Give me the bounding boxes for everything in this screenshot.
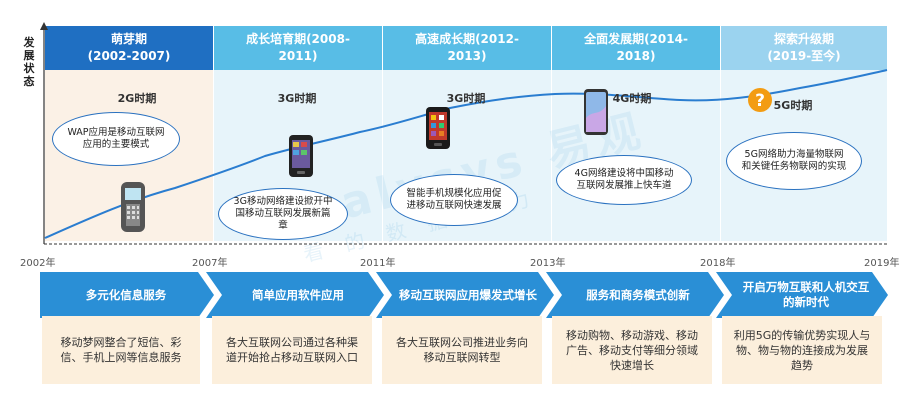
stage-label-3: 移动互联网应用爆发式增长	[399, 287, 537, 302]
era-label-4: 4G时期	[612, 92, 652, 105]
stage-label-5: 开启万物互联和人机交互 的新时代	[742, 280, 870, 309]
period-header-4: 全面发展期(2014- 2018)	[552, 26, 720, 70]
era-label-5: 5G时期	[773, 99, 813, 112]
bubble-3g-early: 3G移动网络建设掀开中国移动互联网发展新篇章	[218, 188, 348, 240]
question-icon: ?	[748, 88, 772, 112]
period-header-5: 探索升级期 (2019-至今)	[721, 26, 887, 70]
bubble-5g: 5G网络助力海量物联网和关键任务物联网的实现	[726, 132, 862, 190]
stage-arrow-3	[376, 272, 554, 318]
era-label-2: 3G时期	[277, 92, 317, 105]
era-label-3: 3G时期	[446, 92, 486, 105]
stage-desc-3: 各大互联网公司推进业务向移动互联网转型	[382, 316, 542, 384]
stage-desc-2: 各大互联网公司通过各种渠道开始抢占移动互联网入口	[212, 316, 372, 384]
period-header-3: 高速成长期(2012- 2013)	[383, 26, 551, 70]
stage-arrows	[40, 272, 888, 318]
year-label-2002: 2002年	[20, 258, 56, 269]
smartphone-icon	[426, 107, 450, 149]
stage-arrow-2	[206, 272, 384, 318]
bubble-3g-smart: 智能手机规模化应用促进移动互联网快速发展	[390, 174, 518, 226]
4g-smartphone-icon	[584, 89, 608, 135]
stage-label-2: 简单应用软件应用	[252, 287, 344, 302]
year-label-2007: 2007年	[192, 258, 228, 269]
stage-arrow-5	[716, 272, 888, 318]
touchscreen-phone-icon	[289, 135, 313, 177]
stage-arrow-4	[546, 272, 724, 318]
bubble-4g: 4G网络建设将中国移动互联网发展推上快车道	[556, 155, 692, 205]
stage-desc-5: 利用5G的传输优势实现人与物、物与物的连接成为发展趋势	[722, 316, 882, 384]
bubble-2g: WAP应用是移动互联网应用的主要模式	[52, 112, 180, 166]
stage-label-4: 服务和商务模式创新	[586, 287, 690, 302]
question-mark: ?	[755, 91, 765, 111]
stage-desc-1: 移动梦网整合了短信、彩信、手机上网等信息服务	[42, 316, 200, 384]
year-label-2011: 2011年	[360, 258, 396, 269]
period-header-1: 萌芽期 (2002-2007)	[45, 26, 213, 70]
y-axis-arrow	[40, 22, 48, 30]
stage-label-1: 多元化信息服务	[85, 287, 167, 302]
period-header-2: 成长培育期(2008- 2011)	[214, 26, 382, 70]
stage-desc-4: 移动购物、移动游戏、移动广告、移动支付等细分领域快速增长	[552, 316, 712, 384]
stage-arrow-1	[40, 272, 214, 318]
year-label-2018: 2018年	[700, 258, 736, 269]
feature-phone-icon	[121, 182, 145, 232]
year-label-2019: 2019年	[864, 258, 900, 269]
year-label-2013: 2013年	[530, 258, 566, 269]
y-axis-label: 发展状态	[23, 36, 35, 88]
era-label-1: 2G时期	[117, 92, 157, 105]
